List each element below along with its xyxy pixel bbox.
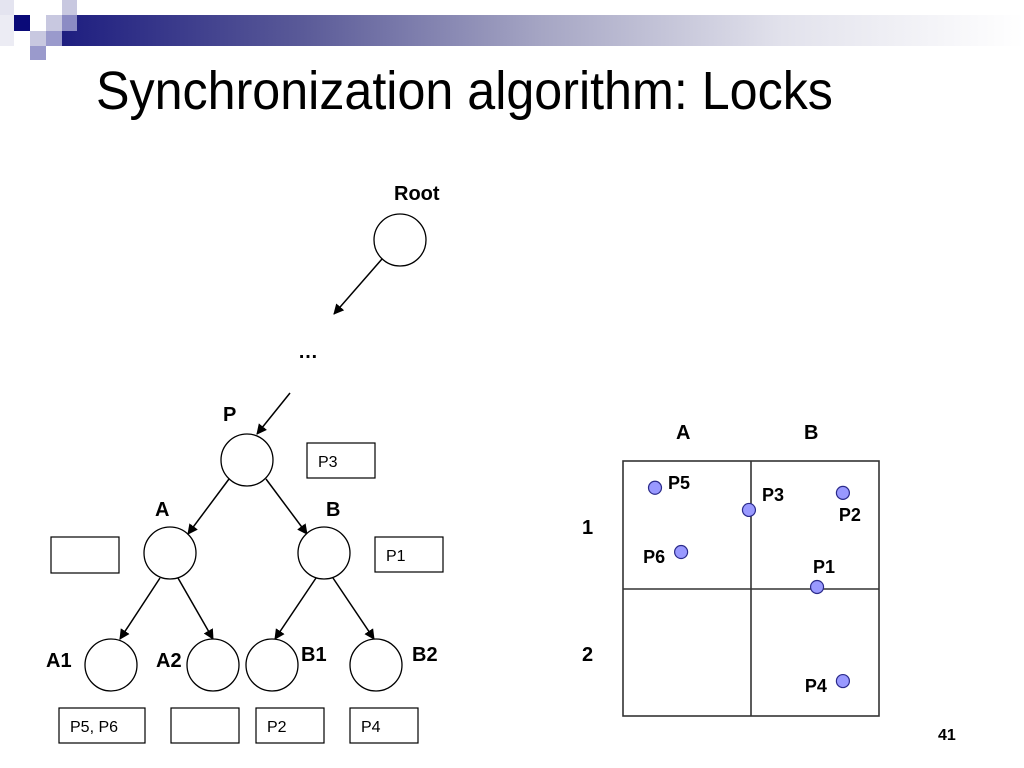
point-marker-p5 [647,480,663,495]
deco-square [62,0,77,15]
point-label-p5: P5 [668,473,690,493]
grid-row-label-2: 2 [582,644,593,666]
tree-ellipsis: … [298,341,318,363]
lock-box-b [374,536,444,573]
lock-box-a2 [170,707,240,744]
node-label-b1: B1 [301,644,327,666]
lock-text-a1: P5, P6 [70,719,118,736]
point-label-p4: P4 [805,676,827,696]
node-label-root: Root [394,183,440,205]
tree-node-root [373,213,427,267]
node-label-a2: A2 [156,650,182,672]
tree-node-a1 [84,638,138,692]
grid-col-label-a: A [676,422,690,444]
edge-a-a2 [177,577,214,640]
node-label-p: P [223,404,236,426]
edge-b-b2 [332,577,375,640]
point-label-p1: P1 [813,557,835,577]
deco-square [0,15,14,46]
node-label-b2: B2 [412,644,438,666]
tree-node-a2 [186,638,240,692]
lock-text-b: P1 [386,548,406,565]
lock-box-a [50,536,120,574]
edge-root-ellipsis [333,258,383,315]
edge-p-b [265,478,308,535]
lock-text-b2: P4 [361,719,381,736]
point-marker-p4 [835,673,851,689]
lock-text-b1: P2 [267,719,287,736]
lock-box-p [306,442,376,479]
node-label-b: B [326,499,340,521]
point-marker-p3 [741,502,757,518]
slide-title: Synchronization algorithm: Locks [96,61,833,121]
point-label-p2: P2 [839,505,861,525]
edge-ellipsis-p [256,392,291,435]
edge-a-a1 [119,577,161,640]
point-marker-p2 [835,485,851,500]
page-number: 41 [938,727,956,744]
lock-box-b2 [349,707,419,744]
tree-node-b [297,526,351,580]
lock-text-p: P3 [318,454,338,471]
tree-node-a [143,526,197,580]
deco-square [0,0,14,15]
deco-square [30,46,46,60]
edge-b-b1 [274,577,317,640]
deco-square [46,15,62,31]
node-label-a: A [155,499,169,521]
tree-node-b1 [245,638,299,692]
point-label-p3: P3 [762,485,784,505]
node-label-a1: A1 [46,650,72,672]
deco-square [30,31,46,46]
point-label-p6: P6 [643,547,665,567]
deco-square [14,15,30,31]
grid-col-label-b: B [804,422,818,444]
grid-row-label-1: 1 [582,517,593,539]
edge-p-a [187,478,230,535]
title-bar-gradient [62,15,1024,46]
point-marker-p6 [674,544,689,560]
deco-square [46,31,62,46]
deco-square [62,15,77,31]
title-decoration [0,0,1024,60]
tree-edges [119,258,383,640]
lock-box-a1 [58,707,146,744]
tree-node-b2 [349,638,403,692]
lock-box-b1 [255,707,325,744]
point-marker-p1 [809,579,825,595]
tree-node-p [220,433,274,487]
